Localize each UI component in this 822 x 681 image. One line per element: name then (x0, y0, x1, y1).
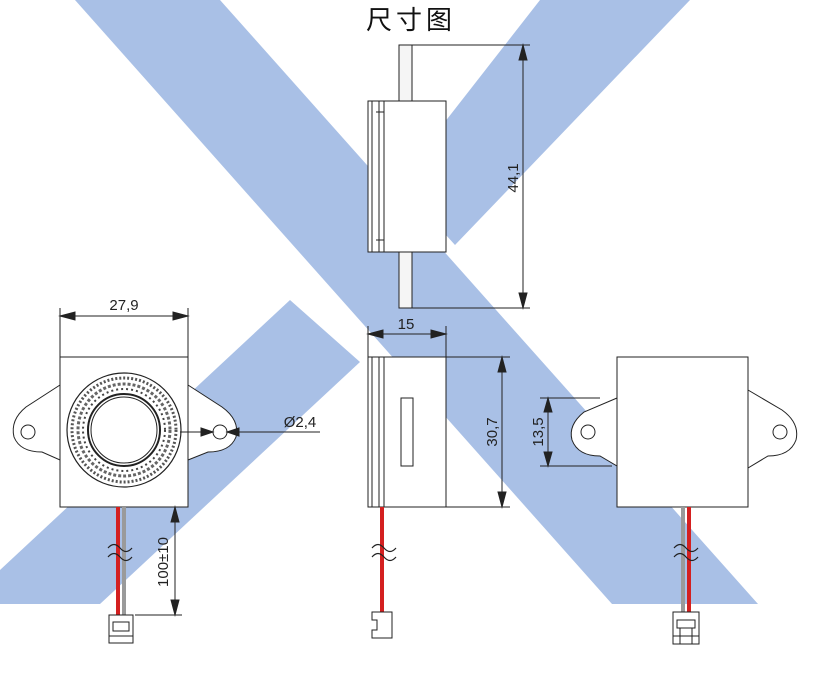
side-connector (371, 611, 393, 639)
speaker-opening (87, 393, 161, 467)
back-body (616, 356, 749, 508)
side-slot (400, 397, 414, 467)
dim-width-label: 27,9 (109, 297, 138, 314)
dim-lead-label: 100±10 (155, 537, 172, 587)
back-left-ear (570, 397, 618, 467)
top-view (367, 43, 530, 310)
dim-depth-label: 15 (398, 316, 415, 333)
dim-flange-label: 13,5 (530, 417, 547, 446)
back-view (540, 356, 798, 645)
left-mount-hole (20, 424, 36, 440)
back-right-ear (747, 389, 798, 469)
dim-hole-label: Ø2,4 (284, 414, 317, 431)
top-shaft-lower (398, 251, 413, 309)
dim-length-label: 44,1 (505, 163, 522, 192)
speaker-grille-outer (66, 372, 182, 488)
watermark-stroke-b (398, 0, 690, 245)
dim-height-label: 30,7 (484, 417, 501, 446)
page-title: 尺寸图 (365, 6, 456, 36)
top-body (367, 100, 447, 253)
front-view (12, 308, 320, 644)
right-mount-ear (187, 384, 238, 461)
top-shaft-upper (398, 44, 413, 102)
left-mount-ear (12, 384, 61, 461)
side-view (366, 326, 510, 639)
